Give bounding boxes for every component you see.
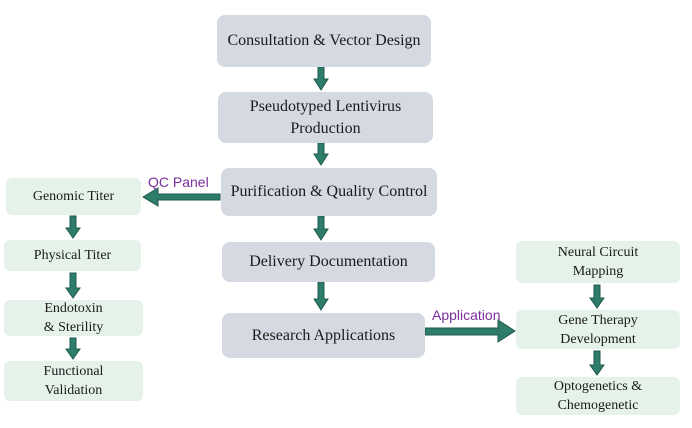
- app-gene-therapy-development: Gene Therapy Development: [516, 310, 680, 349]
- arrow-qc-3: [65, 337, 81, 360]
- step-consultation-vector-design: Consultation & Vector Design: [217, 15, 431, 67]
- qc-genomic-titer: Genomic Titer: [6, 178, 141, 215]
- arrow-qc-2: [65, 272, 81, 299]
- qc-item-label: Genomic Titer: [32, 189, 115, 204]
- app-neural-circuit-mapping: Neural Circuit Mapping: [516, 241, 680, 283]
- app-item-label: Gene Therapy Development: [558, 312, 638, 347]
- qc-item-label: Physical Titer: [33, 248, 112, 263]
- step-label: Purification & Quality Control: [230, 183, 428, 200]
- app-item-label: Neural Circuit Mapping: [557, 245, 639, 279]
- arrow-app-2: [589, 350, 605, 376]
- arrow-app-1: [589, 284, 605, 309]
- step-delivery-documentation: Delivery Documentation: [222, 242, 435, 282]
- step-label: Research Applications: [251, 326, 396, 344]
- arrow-qc-1: [65, 215, 81, 239]
- qc-item-label: Functional Validation: [43, 364, 104, 398]
- qc-functional-validation: Functional Validation: [4, 361, 143, 401]
- arrow-application: [424, 319, 516, 343]
- step-lentivirus-production: Pseudotyped Lentivirus Production: [218, 92, 433, 143]
- app-item-label: Optogenetics & Chemogenetic: [553, 379, 643, 413]
- arrow-qc-panel: [142, 187, 221, 207]
- arrow-main-2: [313, 142, 329, 166]
- qc-panel-label: QC Panel: [148, 174, 209, 190]
- arrow-main-3: [313, 215, 329, 241]
- step-label: Delivery Documentation: [249, 253, 408, 270]
- qc-physical-titer: Physical Titer: [4, 240, 141, 271]
- step-purification-quality-control: Purification & Quality Control: [221, 168, 437, 216]
- app-optogenetics-chemogenetic: Optogenetics & Chemogenetic: [516, 377, 680, 415]
- arrow-main-1: [313, 66, 329, 91]
- step-label: Pseudotyped Lentivirus Production: [249, 97, 402, 137]
- step-label: Consultation & Vector Design: [227, 32, 421, 49]
- step-research-applications: Research Applications: [222, 313, 425, 358]
- application-label: Application: [432, 307, 501, 323]
- qc-endotoxin-sterility: Endotoxin & Sterility: [4, 300, 143, 336]
- qc-item-label: Endotoxin & Sterility: [43, 301, 104, 335]
- arrow-main-4: [313, 281, 329, 311]
